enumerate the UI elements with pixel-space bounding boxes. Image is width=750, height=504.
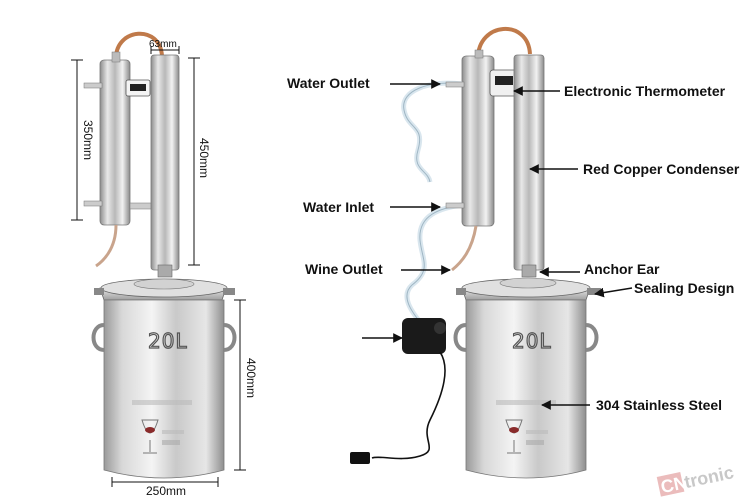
callout-water-inlet: Water Inlet [303, 199, 374, 215]
power-cord [371, 351, 446, 460]
callout-red-copper-condenser: Red Copper Condenser [583, 161, 740, 177]
tank-volume-label: 20L [148, 329, 188, 353]
callout-water-outlet: Water Outlet [287, 75, 370, 91]
callouts: Water Outlet Water Inlet Wine Outlet Ele… [287, 75, 740, 413]
column-tube [150, 54, 180, 271]
callout-anchor-ear: Anchor Ear [584, 261, 660, 277]
dim-top-pipe: 63mm [149, 39, 177, 50]
right-distiller: 20L [350, 27, 601, 479]
dim-column-height: 450mm [197, 138, 211, 178]
callout-electronic-thermometer: Electronic Thermometer [564, 83, 726, 99]
left-distiller: 20L [83, 31, 237, 479]
right-tank-volume-label: 20L [512, 329, 552, 353]
callout-stainless-steel: 304 Stainless Steel [596, 397, 722, 413]
left-dimensions: 63mm 350mm 450mm 400mm 250mm [71, 39, 258, 498]
condenser-tube [99, 59, 131, 226]
dim-tank-height: 400mm [244, 358, 258, 398]
dim-condenser-height: 350mm [81, 120, 95, 160]
brand-watermark: CN tronic [656, 462, 735, 497]
power-plug-icon [350, 452, 370, 464]
callout-sealing-design: Sealing Design [634, 280, 734, 296]
dim-tank-diameter: 250mm [146, 484, 186, 498]
tank-body [103, 299, 225, 479]
brand-suffix: tronic [682, 462, 735, 492]
callout-wine-outlet: Wine Outlet [305, 261, 383, 277]
